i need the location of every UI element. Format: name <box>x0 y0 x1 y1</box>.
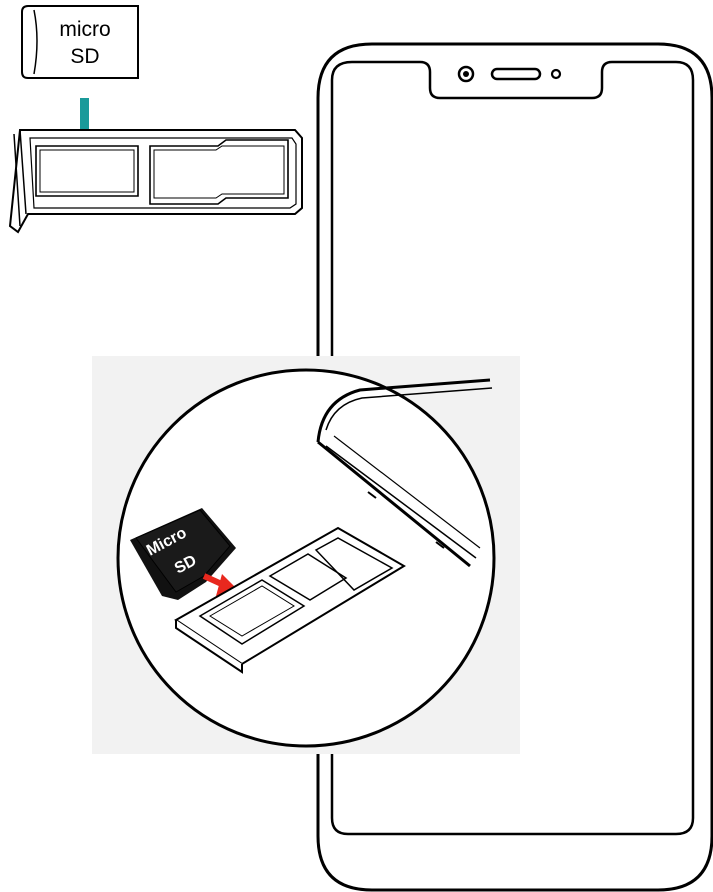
micro-sd-label-line2: SD <box>70 45 99 68</box>
micro-sd-card-edge <box>33 9 38 75</box>
zoom-card-face <box>135 509 231 593</box>
tray-outer <box>8 129 303 234</box>
zoom-phone-edge-2 <box>325 387 493 431</box>
sim-tray-zoom <box>174 526 406 674</box>
proximity-sensor <box>550 68 562 80</box>
zoom-phone-edge-4 <box>333 435 481 549</box>
tray-slot-sim <box>149 139 289 205</box>
front-camera-icon <box>457 65 475 83</box>
zoom-phone-corner-outer <box>316 378 491 443</box>
tray-slot-microsd-inner <box>39 149 135 193</box>
tray-inner-rim <box>29 137 297 209</box>
micro-sd-card-outline <box>21 5 139 79</box>
micro-sd-label-line1: micro <box>59 18 110 41</box>
zoom-circle: Micro SD <box>116 368 496 748</box>
zoom-tray-slot-2 <box>268 553 348 601</box>
tray-slot-microsd <box>35 145 139 197</box>
zoom-tray-slot-1 <box>198 579 306 645</box>
earpiece-speaker <box>490 67 542 81</box>
zoom-phone-button-2 <box>435 541 445 549</box>
sim-tray-top <box>8 129 303 234</box>
zoom-tray-handle <box>175 620 243 674</box>
zoom-phone-edge-1 <box>317 440 471 568</box>
tray-handle <box>13 129 27 227</box>
zoom-phone-edge-3 <box>325 445 477 559</box>
zoom-tray-slot-3 <box>314 537 394 591</box>
tray-slot-sim-inner <box>153 145 285 199</box>
teal-arrow-shaft <box>80 98 89 140</box>
micro-sd-card-top: micro SD <box>21 5 139 79</box>
front-camera-lens <box>463 71 469 77</box>
zoom-phone-button-1 <box>367 491 377 499</box>
zoom-tray-slot-1-inner <box>209 585 295 637</box>
